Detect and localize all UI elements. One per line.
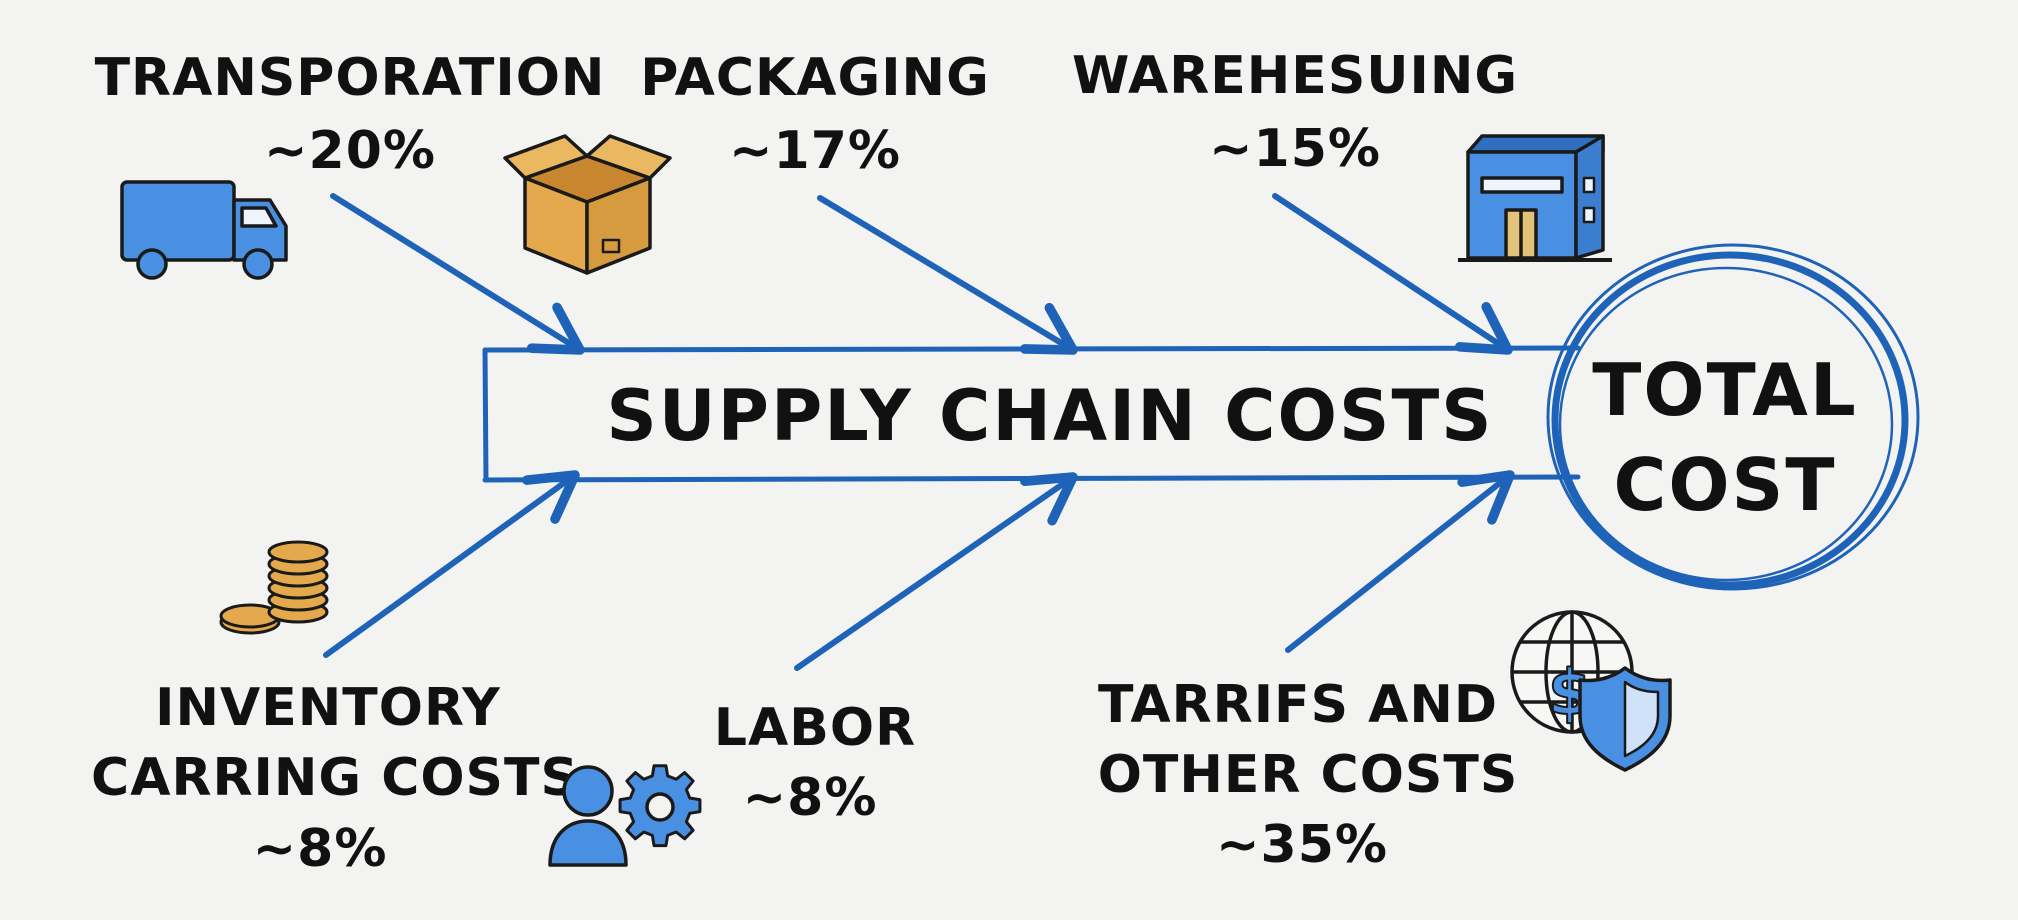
cause-transportation: TRANSPORATION ~20% [95,48,606,181]
cause-packaging: PACKAGING ~17% [640,48,990,181]
cause-label: PACKAGING [640,48,990,108]
total-cost-circle [1546,243,1920,591]
rib-transportation [330,193,585,355]
cause-warehousing: WAREHESUING ~15% [1072,46,1518,179]
cause-labor: LABOR ~8% [714,698,916,828]
cause-percent: ~8% [253,819,388,879]
cause-label: INVENTORY [155,678,501,738]
spine-top-line [482,345,1581,353]
total-cost-line1: TOTAL [1592,348,1857,432]
coins-icon [219,540,329,635]
warehouse-icon [1458,134,1612,262]
rib-tariffs [1285,470,1515,653]
cause-label: OTHER COSTS [1098,745,1519,805]
globe-shield-icon: $ [1510,610,1672,772]
cause-label: LABOR [714,698,916,758]
cause-percent: ~35% [1216,815,1388,875]
rib-packaging [817,195,1078,355]
truck-icon [120,180,288,280]
total-cost-line2: COST [1613,443,1836,527]
rib-inventory [323,470,580,658]
box-icon [503,134,672,275]
cause-label: WAREHESUING [1072,46,1518,106]
cause-inventory: INVENTORY CARRING COSTS ~8% [91,678,579,879]
spine-label: SUPPLY CHAIN COSTS [606,375,1493,457]
cause-percent: ~15% [1209,119,1381,179]
cause-label: CARRING COSTS [91,748,579,808]
spine-tail-edge [482,347,489,483]
cause-percent: ~20% [264,121,436,181]
cause-label: TRANSPORATION [95,48,606,108]
cause-percent: ~17% [729,121,901,181]
rib-warehousing [1272,193,1513,355]
cause-percent: ~8% [743,768,878,828]
worker-gear-icon [548,764,702,867]
cause-label: TARRIFS AND [1098,675,1498,735]
spine-bottom-line [482,474,1581,483]
rib-labor [794,472,1078,671]
cause-tariffs: TARRIFS AND OTHER COSTS ~35% [1098,675,1519,875]
